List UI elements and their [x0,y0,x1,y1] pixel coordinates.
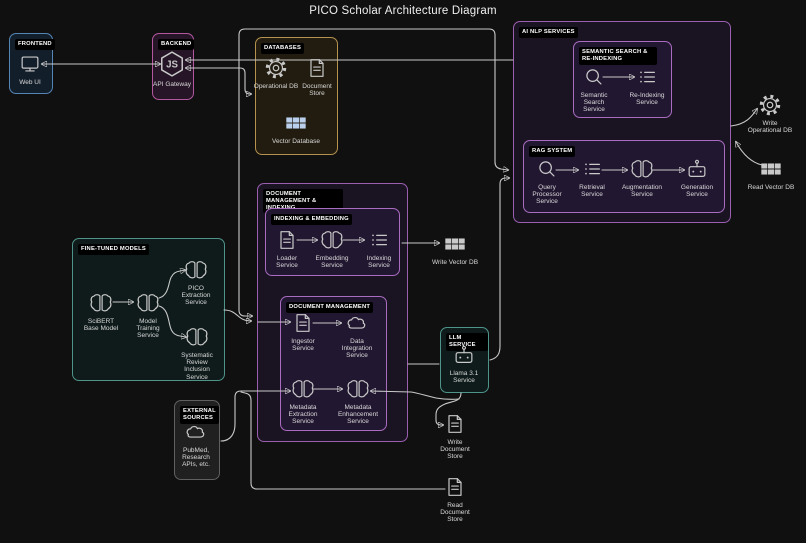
search-icon [582,65,606,89]
group-llm-service[interactable]: LLM SERVICE [440,327,489,393]
node-web-ui[interactable]: Web UI [10,52,50,86]
brain-icon [184,258,208,282]
group-databases[interactable]: DATABASES [255,37,338,155]
node-read-document-store[interactable]: Read Document Store [433,475,477,524]
edge-readvectordb-nlp [736,142,763,166]
edge-gateway-databases [186,68,251,94]
cloud-icon [184,420,208,444]
node-write-document-store[interactable]: Write Document Store [433,412,477,461]
edge-llm-rag [489,178,509,361]
node-retrieval-service[interactable]: Retrieval Service [572,157,612,198]
node-write-operational-db[interactable]: Write Operational DB [745,93,795,134]
group-label-semantic: SEMANTIC SEARCH & RE-INDEXING [579,47,657,65]
group-label-rag: RAG SYSTEM [529,146,576,157]
nodejs-icon: JS [161,51,183,77]
node-generation-service[interactable]: Generation Service [674,157,720,198]
node-embedding-service[interactable]: Embedding Service [310,228,354,269]
group-label-ai-nlp: AI NLP SERVICES [519,27,578,38]
brain-icon [320,228,344,252]
group-label-llm: LLM SERVICE [446,333,488,351]
node-indexing-service[interactable]: Indexing Service [359,228,399,269]
vector-grid-icon [284,111,308,135]
robot-icon [452,343,476,367]
gear-icon [758,93,782,117]
group-label-fine-tuned: FINE-TUNED MODELS [78,244,149,255]
edge-nlp-writeoperationaldb [730,109,757,127]
node-vector-database[interactable]: Vector Database [271,111,321,145]
node-document-store[interactable]: Document Store [295,56,339,97]
node-query-processor-service[interactable]: Query Processor Service [525,157,569,206]
svg-text:JS: JS [166,59,178,70]
brain-icon [185,325,209,349]
edge-llm-writedocstore [435,392,462,425]
group-semantic-search-reindexing[interactable]: SEMANTIC SEARCH & RE-INDEXING [573,41,672,118]
page-title: PICO Scholar Architecture Diagram [309,5,497,17]
node-read-vector-db[interactable]: Read Vector DB [747,157,795,191]
group-external-sources[interactable]: EXTERNAL SOURCES [174,400,220,480]
edge-training-systematic [158,305,186,337]
edge-training-pico [158,270,185,299]
edge-external-metadata-extraction [220,391,290,442]
brain-icon [136,291,160,315]
document-icon [305,56,329,80]
node-systematic-review-inclusion-service[interactable]: Systematic Review Inclusion Service [175,325,219,381]
node-ingestor-service[interactable]: Ingestor Service [283,311,323,352]
edge-dmi-loop-rag [238,28,508,316]
brain-icon [89,291,113,315]
node-re-indexing-service[interactable]: Re-Indexing Service [624,65,670,106]
list-icon [580,157,604,181]
document-icon [275,228,299,252]
node-write-vector-db[interactable]: Write Vector DB [429,232,481,266]
node-loader-service[interactable]: Loader Service [267,228,307,269]
group-label-frontend: FRONTEND [15,39,55,50]
node-llama-service[interactable]: Llama 3.1 Service [443,343,485,384]
node-pico-extraction-service[interactable]: PICO Extraction Service [174,258,218,307]
list-icon [635,65,659,89]
group-label-backend: BACKEND [158,39,195,50]
node-metadata-enhancement-service[interactable]: Metadata Enhancement Service [332,377,384,426]
brain-icon [346,377,370,401]
node-pubmed-research-apis[interactable]: PubMed, Research APIs, etc. [175,420,217,469]
vector-grid-icon [759,157,783,181]
node-operational-db[interactable]: Operational DB [253,56,299,90]
search-icon [535,157,559,181]
node-model-training-service[interactable]: Model Training Service [129,291,167,340]
edge-readdocstore-loop [240,391,446,490]
document-icon [443,412,467,436]
node-metadata-extraction-service[interactable]: Metadata Extraction Service [280,377,326,426]
node-api-gateway[interactable]: JS API Gateway [152,50,192,88]
brain-icon [630,157,654,181]
edge-finetuned-dmi [223,309,251,321]
node-semantic-search-service[interactable]: Semantic Search Service [573,65,615,114]
group-label-databases: DATABASES [261,43,305,54]
robot-icon [685,157,709,181]
group-label-external: EXTERNAL SOURCES [180,406,219,424]
edge-llm-metadata-enhancement [371,391,460,400]
monitor-icon [18,52,42,76]
gear-icon [264,56,288,80]
node-scibert-base-model[interactable]: SciBERT Base Model [81,291,121,332]
brain-icon [291,377,315,401]
node-augmentation-service[interactable]: Augmentation Service [618,157,666,198]
document-icon [443,475,467,499]
vector-grid-icon [443,232,467,256]
list-icon [367,228,391,252]
node-data-integration-service[interactable]: Data Integration Service [334,311,380,360]
document-icon [291,311,315,335]
cloud-icon [345,311,369,335]
